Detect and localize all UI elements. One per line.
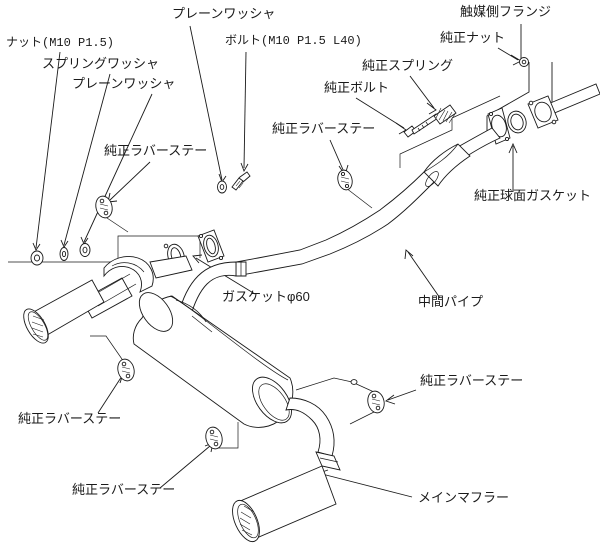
rubber-stay-oval [349, 381, 385, 425]
main-muffler-body [23, 255, 358, 543]
tailpipe-left [23, 279, 105, 344]
oem-spring [433, 104, 457, 125]
label-plain-washer-1: プレーンワッシャ [72, 76, 175, 91]
center-pipe-body [163, 127, 501, 319]
rubber-stay-oval [337, 169, 373, 209]
label-main-muffler: メインマフラー [418, 490, 509, 505]
rubber-stay-group [90, 169, 385, 450]
cat-flange-group [487, 83, 600, 145]
rubber-stay-oval [205, 422, 239, 450]
bolt-m10 [231, 171, 251, 191]
label-spring-washer: スプリングワッシャ [42, 56, 159, 71]
hardware-nut [30, 250, 44, 266]
label-rubber-stay-2: 純正ラバーステー [272, 121, 375, 136]
rubber-stay-oval [95, 195, 129, 233]
label-rubber-stay-1: 純正ラバーステー [104, 143, 207, 158]
ball-gasket-ring [507, 110, 527, 134]
label-oem-bolt: 純正ボルト [324, 80, 389, 95]
leader-lines [32, 24, 553, 498]
label-oem-nut: 純正ナット [440, 30, 505, 45]
label-rubber-stay-3: 純正ラバーステー [420, 373, 523, 388]
plain-washer-center [217, 180, 227, 194]
label-cat-flange: 触媒側フランジ [460, 4, 551, 19]
tailpipe-right [232, 465, 337, 543]
label-oem-spring: 純正スプリング [362, 58, 453, 73]
label-rubber-stay-5: 純正ラバーステー [72, 482, 175, 497]
label-plain-washer-2: プレーンワッシャ [172, 6, 275, 21]
oem-bolt-spring-group [399, 57, 529, 168]
bolt-assembly-center [217, 171, 251, 194]
label-rubber-stay-4: 純正ラバーステー [18, 411, 121, 426]
label-nut: ナット(M10 P1.5) [6, 35, 114, 50]
gasket-oval-b [198, 233, 224, 261]
label-gasket-60: ガスケットφ60 [222, 289, 310, 304]
label-center-pipe: 中間パイプ [418, 294, 483, 309]
oem-nut-part [519, 57, 529, 67]
cat-flange-plate [527, 95, 559, 129]
label-bolt: ボルト(M10 P1.5 L40) [225, 33, 362, 48]
label-ball-gasket: 純正球面ガスケット [474, 188, 591, 203]
hardware-group-left [8, 235, 201, 266]
rubber-stay-oval [90, 335, 135, 382]
label-text-group: ナット(M10 P1.5) スプリングワッシャ プレーンワッシャ プレーンワッシ… [6, 4, 591, 505]
hardware-spring-washer [59, 247, 69, 261]
hardware-plain-washer [79, 243, 91, 257]
